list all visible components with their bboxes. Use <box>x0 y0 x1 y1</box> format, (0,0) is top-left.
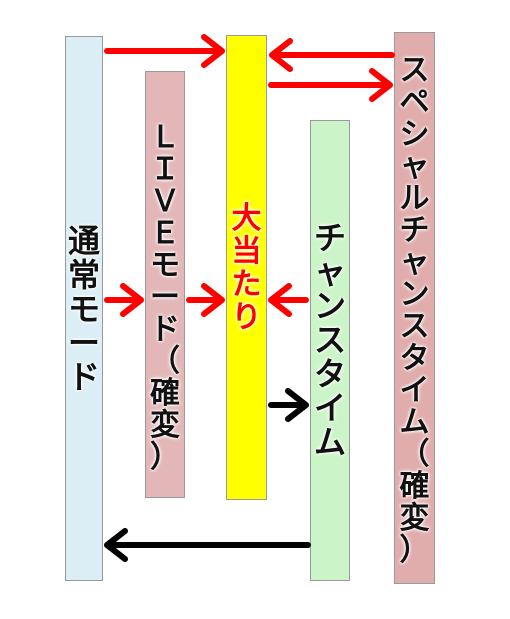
normal-mode-label: 通常モード <box>67 221 100 396</box>
chance-time-column: チャンスタイム <box>310 120 350 581</box>
live-to-jackpot-arrow <box>186 283 225 317</box>
jackpot-column: 大当たり <box>226 35 267 500</box>
special-to-jackpot-arrow <box>269 38 395 72</box>
jackpot-to-special-arrow <box>268 68 393 102</box>
chance-to-normal-arrow <box>104 528 311 562</box>
jackpot-to-chance-arrow <box>268 388 309 422</box>
chance-time-label: チャンスタイム <box>313 219 346 461</box>
normal-to-live-arrow <box>104 283 144 317</box>
chance-to-jackpot-arrow <box>268 283 309 317</box>
normal-mode-column: 通常モード <box>65 36 103 581</box>
special-chance-time-column: スペシャルチャンスタイム（確変） <box>394 32 435 584</box>
normal-to-jackpot-arrow <box>104 34 225 68</box>
jackpot-label: 大当たり <box>231 200 262 335</box>
special-chance-time-label: スペシャルチャンスタイム（確変） <box>399 53 430 568</box>
